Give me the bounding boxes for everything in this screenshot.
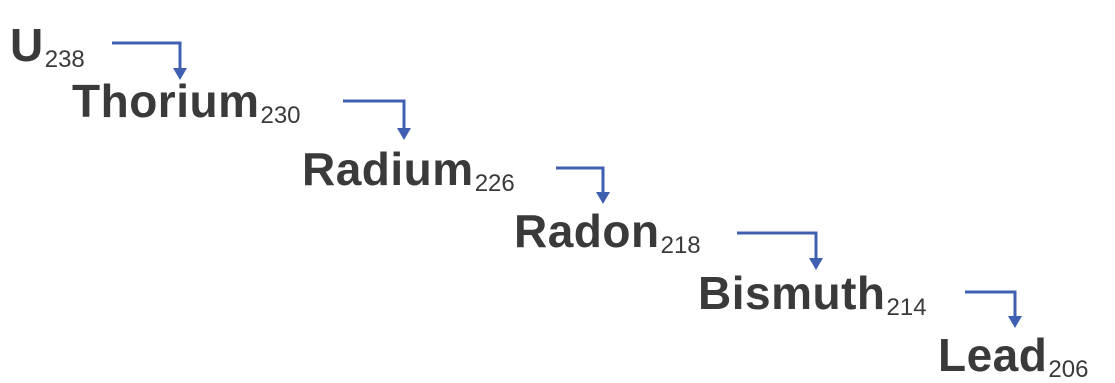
element-radon: Radon218 [514,205,701,258]
arrowhead-1 [173,68,187,80]
element-name: Thorium [72,75,260,127]
arrowhead-3 [596,192,610,204]
mass-number: 206 [1048,356,1089,383]
arrowhead-5 [1008,316,1022,328]
decay-arrow-2 [343,99,406,132]
mass-number: 230 [260,102,301,129]
mass-number: 218 [660,232,701,259]
element-bismuth: Bismuth214 [698,267,927,320]
element-lead: Lead206 [938,329,1088,382]
element-name: Radium [302,143,474,195]
element-name: Bismuth [698,267,886,319]
mass-number: 238 [44,46,85,73]
arrowhead-4 [809,258,823,270]
element-thorium: Thorium230 [72,75,301,128]
mass-number: 226 [474,170,515,197]
element-name: Radon [514,205,660,257]
mass-number: 214 [886,294,927,321]
element-name: Lead [938,329,1048,381]
arrowhead-2 [397,128,411,140]
decay-arrow-4 [737,231,818,262]
decay-arrow-5 [965,290,1017,320]
element-uranium: U238 [10,19,85,72]
element-name: U [10,19,44,71]
decay-arrow-1 [112,41,182,72]
element-radium: Radium226 [302,143,515,196]
decay-arrow-3 [556,166,605,196]
